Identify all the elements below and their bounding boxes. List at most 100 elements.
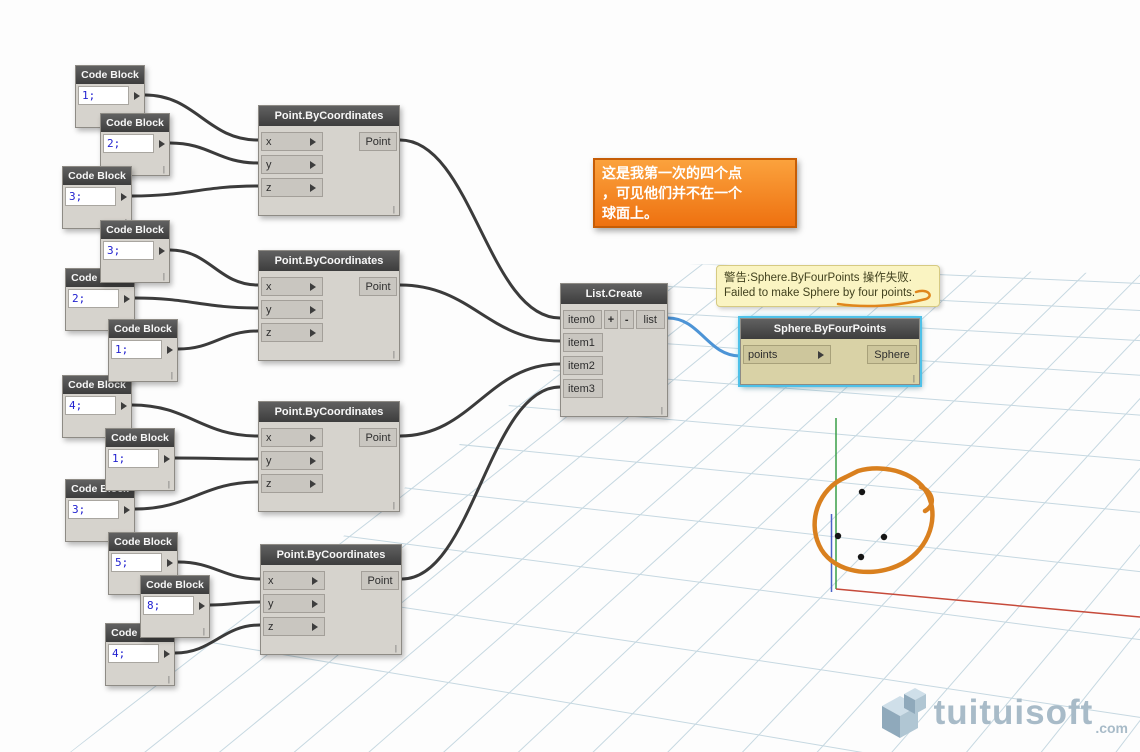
watermark-tld: .com [1095,720,1128,736]
output-port-point[interactable]: Point [359,428,397,447]
output-port-icon[interactable] [134,91,140,100]
input-port-y[interactable]: y [261,451,323,470]
node-title[interactable]: Code Block [76,66,144,84]
wire-cb8-point3-y[interactable] [173,456,260,461]
output-port-point[interactable]: Point [359,277,397,296]
code-input[interactable]: 1; [111,340,162,359]
code-input[interactable]: 3; [103,241,154,260]
code-input[interactable]: 1; [78,86,129,105]
node-point-bycoordinates-3[interactable]: Point.ByCoordinates x y z Point | [258,401,400,512]
node-title[interactable]: Code Block [109,533,177,551]
input-port-x[interactable]: x [263,571,325,590]
code-input[interactable]: 2; [103,134,154,153]
input-port-y[interactable]: y [261,155,323,174]
input-port-item0[interactable]: item0 [563,310,603,329]
input-port-z[interactable]: z [261,323,323,342]
node-code-block-8[interactable]: Code Block 1; | [105,428,175,491]
input-port-x[interactable]: x [261,277,323,296]
output-port-point[interactable]: Point [361,571,399,590]
code-input[interactable]: 3; [65,187,116,206]
x-axis [835,588,1140,618]
output-port-icon[interactable] [124,505,130,514]
wire-cb5-point2-y[interactable] [133,296,260,310]
code-input[interactable]: 8; [143,596,194,615]
input-port-x[interactable]: x [261,428,323,447]
node-title[interactable]: List.Create [561,284,667,304]
node-code-block-11[interactable]: Code Block 8; | [140,575,210,638]
wire-list-sphere-points[interactable] [666,316,742,358]
remove-input-button[interactable]: - [619,310,634,329]
output-port-icon[interactable] [121,401,127,410]
port-arrow-icon [310,479,316,488]
input-port-x[interactable]: x [261,132,323,151]
node-code-block-6[interactable]: Code Block 1; | [108,319,178,382]
output-port-icon[interactable] [164,454,170,463]
wire-cb11-point4-y[interactable] [208,600,262,607]
add-input-button[interactable]: + [604,310,618,329]
input-port-item3[interactable]: item3 [563,379,603,398]
port-label: Sphere [874,348,910,361]
input-port-y[interactable]: y [261,300,323,319]
output-port-sphere[interactable]: Sphere [867,345,917,364]
wire-cb1-point1-x[interactable] [143,93,260,142]
code-input[interactable]: 4; [108,644,159,663]
node-title[interactable]: Code Block [101,221,169,239]
node-point-bycoordinates-4[interactable]: Point.ByCoordinates x y z Point | [260,544,402,655]
node-title[interactable]: Point.ByCoordinates [259,106,399,126]
input-port-y[interactable]: y [263,594,325,613]
code-input[interactable]: 5; [111,553,162,572]
node-code-block-2[interactable]: Code Block 2; | [100,113,170,176]
port-label: Point [365,135,391,148]
output-port-list[interactable]: list [635,310,665,329]
output-port-icon[interactable] [159,139,165,148]
output-port-icon[interactable] [167,345,173,354]
node-title[interactable]: Code Block [106,429,174,447]
output-port-icon[interactable] [121,192,127,201]
node-point-bycoordinates-1[interactable]: Point.ByCoordinates x y z Point | [258,105,400,216]
code-input[interactable]: 3; [68,500,119,519]
node-code-block-4[interactable]: Code Block 3; | [100,220,170,283]
wire-point1-list-item0[interactable] [398,138,562,320]
node-title[interactable]: Code Block [141,576,209,594]
node-point-bycoordinates-2[interactable]: Point.ByCoordinates x y z Point | [258,250,400,361]
input-port-points[interactable]: points [743,345,831,364]
wire-point3-list-item2[interactable] [398,362,562,438]
output-port-icon[interactable] [124,294,130,303]
wire-cb2-point1-y[interactable] [168,141,260,165]
node-list-create[interactable]: List.Create item0 + - list item1 item2 i… [560,283,668,417]
wire-cb3-point1-z[interactable] [130,184,260,198]
wire-cb6-point2-z[interactable] [176,329,260,351]
input-port-item1[interactable]: item1 [563,333,603,352]
input-port-z[interactable]: z [261,474,323,493]
input-port-item2[interactable]: item2 [563,356,603,375]
code-input[interactable]: 4; [65,396,116,415]
node-title[interactable]: Point.ByCoordinates [259,402,399,422]
output-port-point[interactable]: Point [359,132,397,151]
node-sphere-byfourpoints[interactable]: Sphere.ByFourPoints points Sphere | [738,316,922,387]
node-code-block-3[interactable]: Code Block 3; | [62,166,132,229]
port-label: Point [367,574,393,587]
input-port-z[interactable]: z [263,617,325,636]
output-port-icon[interactable] [164,649,170,658]
node-title[interactable]: Code Block [63,167,131,185]
input-port-z[interactable]: z [261,178,323,197]
code-input[interactable]: 2; [68,289,119,308]
geometry-points [834,488,888,561]
wire-point2-list-item1[interactable] [398,283,562,343]
node-title[interactable]: Code Block [109,320,177,338]
output-port-icon[interactable] [167,558,173,567]
code-input[interactable]: 1; [108,449,159,468]
lacing-icon: | [660,406,663,415]
node-title[interactable]: Code Block [101,114,169,132]
point-marker [880,533,888,541]
output-port-icon[interactable] [159,246,165,255]
origin-axes [830,418,1140,618]
node-title[interactable]: Point.ByCoordinates [261,545,401,565]
output-port-icon[interactable] [199,601,205,610]
node-title[interactable]: Sphere.ByFourPoints [741,319,919,339]
watermark-text: tuituisoft [933,693,1094,732]
node-title[interactable]: Point.ByCoordinates [259,251,399,271]
wire-cb4-point2-x[interactable] [168,248,260,287]
wire-point4-list-item3[interactable] [400,385,562,581]
